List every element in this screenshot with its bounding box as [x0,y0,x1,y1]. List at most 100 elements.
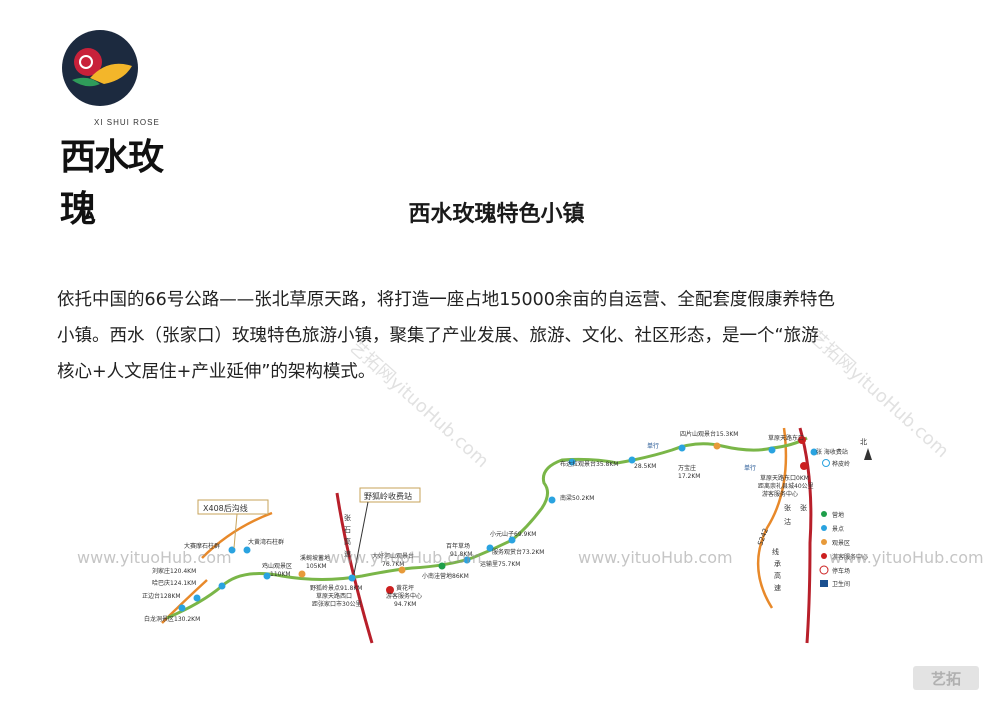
road-label: 沽 [784,517,791,526]
map-label: 草原天路东口0KM [760,474,809,482]
map-label: 白龙洞景区130.2KM [144,615,200,623]
intro-line: 依托中国的66号公路——张北草原天路，将打造一座占地15000余亩的自运营、全配… [57,290,835,310]
intro-paragraph: 依托中国的66号公路——张北草原天路，将打造一座占地15000余亩的自运营、全配… [57,282,947,390]
stop-marker [438,562,446,570]
legend-swatch [821,553,827,559]
map-label: 单行 [744,464,756,472]
stop-marker [178,604,186,612]
highway-zhangshi [335,492,374,644]
map-label: 草原天路东口 [768,434,804,442]
map-label: 百年草场 [446,542,470,550]
map-label: 运输里75.7KM [480,560,520,568]
grassland-sky-road [166,436,808,620]
stop-marker [243,546,251,554]
callout-yehuling [359,487,421,503]
stop-marker [218,582,226,590]
stop-marker [768,446,776,454]
watermark: www.yituoHub.com [77,548,232,567]
stop-marker [398,566,406,574]
brand-mark-icon: 艺拓 [913,666,979,690]
map-label: 大赛摩石柱群 [184,542,220,550]
map-label: 布达拉观景台35.8KM [560,460,618,468]
map-label: 正边台128KM [142,592,181,600]
logo-subtitle: XI SHUI ROSE [94,118,160,127]
stop-marker [298,570,306,578]
map-label: 南梁50.2KM [560,494,594,502]
logo: XI SHUI ROSE 西水玫瑰 [28,18,178,230]
map-label: 28.5KM [634,463,656,470]
brand-logo: 艺拓 [911,662,981,694]
stop-marker [508,536,516,544]
map-label: 110KM [270,571,291,578]
road-label: 张 [800,503,807,512]
legend-label: 游客服务中心 [832,553,868,561]
road-label: 张 [784,503,791,512]
intro-line: 核心+人文居住+产业延伸”的架构模式。 [57,362,376,382]
restroom-icon [820,580,828,587]
map-label: 刘家庄120.4KM [152,567,196,575]
road-label: 高 [344,537,351,546]
stop-marker [486,544,494,552]
parking-icon [819,565,829,575]
road-branch-west [161,579,208,624]
map-label: 大黄湾石柱群 [248,538,284,546]
road-x408 [201,511,273,559]
legend-label: 观景区 [832,540,850,547]
map-label: 小元山子69.9KM [490,530,536,538]
service-marker [386,586,394,594]
map-label: 17.2KM [678,473,700,480]
map-label: 距离崇礼县城40公里 [758,482,814,490]
road-label: 线 [772,547,779,556]
map-label: 大好河山观景台 [372,552,414,560]
road-s242 [756,427,788,609]
stop-marker [348,574,356,582]
map-label: 距张家口市30公里 [312,600,362,608]
map-label: 76.7KM [382,561,404,568]
map-label: 91.8KM [450,551,472,558]
map-label: 小南洼营地86KM [422,572,469,580]
stop-marker [228,546,236,554]
map-label: 94.7KM [394,601,416,608]
stop-marker [193,594,201,602]
map-label: 游客服务中心 [386,592,422,600]
map-label: 鸡山观景区 [262,562,292,570]
service-marker [800,462,808,470]
callout-x408 [197,499,269,515]
map-label: 溪蜿坡蓄地 [300,554,330,562]
legend-swatch [821,525,827,531]
stop-marker [713,442,721,450]
legend-label: 卫生间 [832,580,850,588]
road-label: 张 [344,513,351,522]
legend-swatch [821,539,827,545]
map-label: 105KM [306,563,327,570]
road-label: S242 [756,527,770,546]
road-label: 承 [774,559,781,568]
map-label: 桦皮岭 [832,460,850,468]
callout-x408-label: X408后沟线 [203,503,248,513]
stop-marker [548,496,556,504]
watermark: www.yituoHub.com [327,548,482,567]
map-label: 哈巴庆124.1KM [152,579,196,587]
callout-yehuling-label: 野狐岭收费站 [364,491,412,501]
route-map: X408后沟线 野狐岭收费站 大赛摩石柱群 大黄湾石柱群 刘家庄120.4KM … [142,427,872,644]
map-legend: 营地 景点 观景区 游客服务中心 停车场 卫生间 [819,511,868,588]
stop-marker [263,572,271,580]
map-label: 服务观赏台73.2KM [492,548,544,556]
logo-title: 西水玫瑰 [60,136,164,230]
stop-marker [678,444,686,452]
legend-label: 营地 [832,511,844,519]
intro-line: 小镇。西水（张家口）玫瑰特色旅游小镇，聚集了产业发展、旅游、文化、社区形态，是一… [57,326,819,346]
legend-label: 景点 [832,525,844,533]
map-label: 张 海收费站 [816,448,848,456]
stop-marker [568,458,576,466]
map-label: 万宝庄 [678,464,696,472]
road-label: 高 [774,571,781,580]
map-label: 单行 [647,442,659,450]
map-label: 四片山观景台15.3KM [680,430,738,438]
stop-marker [463,556,471,564]
north-arrow-icon [864,448,872,460]
watermark: www.yituoHub.com [578,548,733,567]
map-label: 草原天路西口 [316,592,352,600]
road-label: 石 [344,526,351,534]
watermark: www.yituoHub.com [829,548,984,567]
